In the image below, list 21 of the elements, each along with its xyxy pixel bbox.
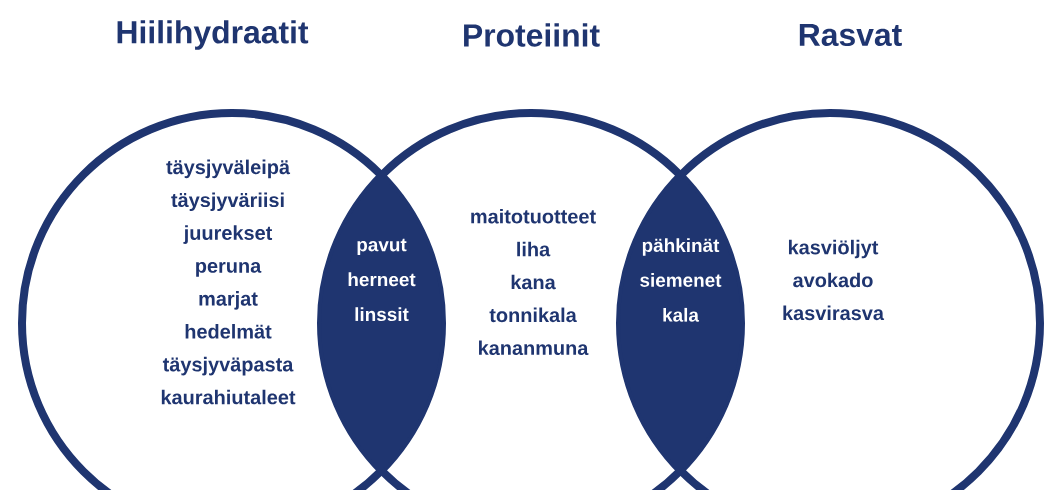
food-list: täysjyväleipä täysjyväriisi juurekset peruna marjat hedelmät täysjyväpasta kaurahiutaleet [161,159,296,405]
node-label: kana [511,274,556,290]
node-label: kananmuna [479,340,589,356]
node-label: täysjyväleipä [166,159,291,179]
node-label: täysjyväriisi [171,192,284,212]
circle-title: Hiilihydraatit [117,20,309,50]
circle-title: Rasvat [799,23,902,47]
node-label: juurekset [183,225,273,244]
node-label: maitotuotteet [471,208,596,224]
node-label: hedelmät [185,323,272,339]
overlap-region: pavut herneet linssit [321,175,442,471]
food-list: maitotuotteet liha kana tonnikala kananmuna [471,208,596,356]
overlap-region: pähkinät siemenet kala [620,175,741,471]
circle-title: Proteiinit [464,23,600,47]
node-label: peruna [196,261,262,277]
node-label: liha [517,241,551,257]
food-list: kasviöljyt avokado kasvirasva [783,239,885,321]
node-label: kaurahiutaleet [161,389,296,405]
node-label: tonnikala [489,307,577,323]
node-label: täysjyväpasta [162,356,294,376]
node-label: marjat [199,291,258,310]
